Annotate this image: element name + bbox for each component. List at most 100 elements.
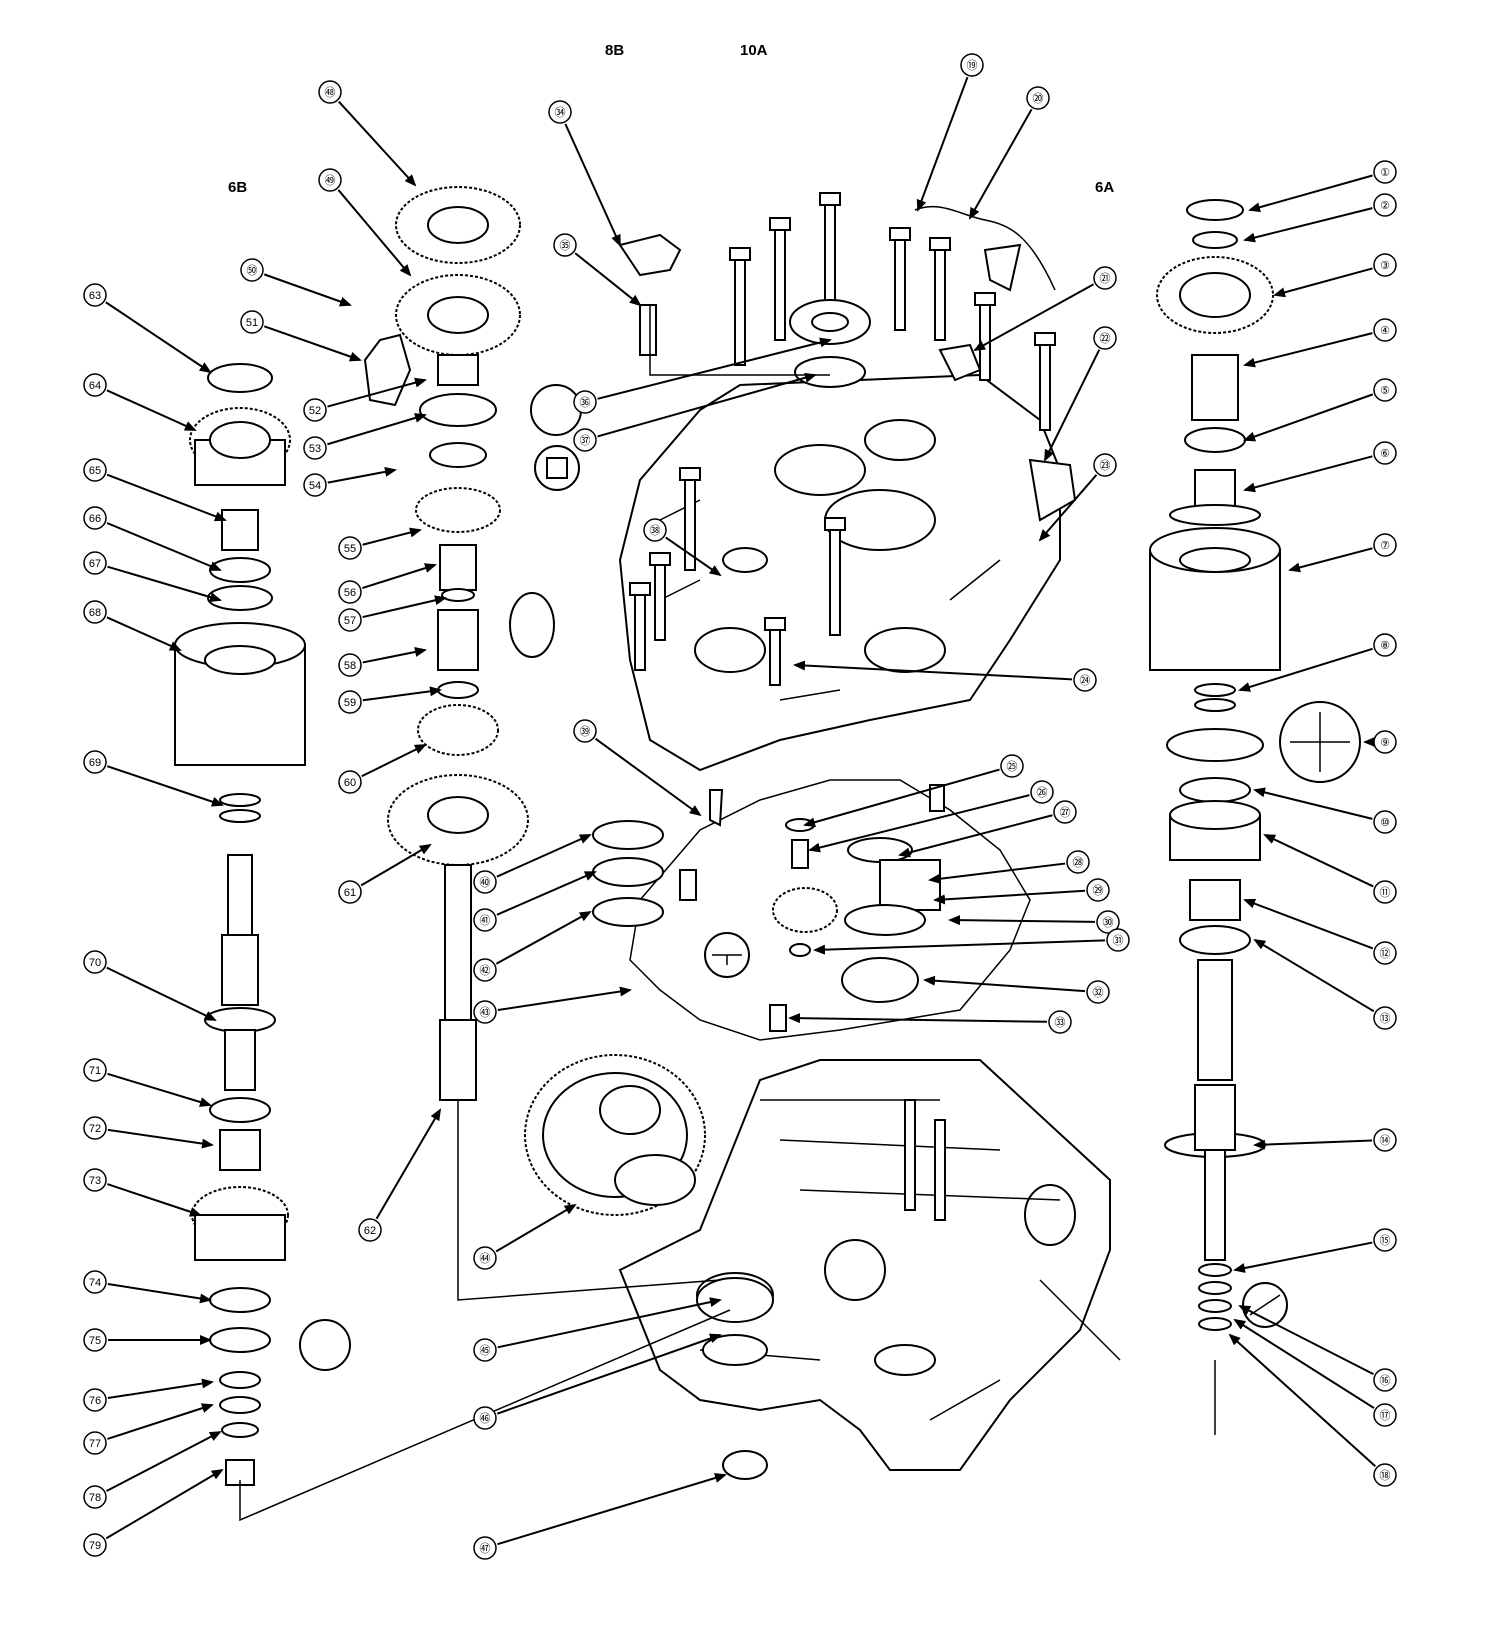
callout-label: ⑧ [1380, 640, 1390, 652]
callout-46: ㊻ [473, 1406, 497, 1430]
leader-arrow-14 [1253, 1139, 1373, 1150]
leader-arrow-57 [362, 595, 447, 619]
leader-arrow-77 [107, 1403, 214, 1440]
leader-arrow-35 [574, 252, 642, 307]
callout-label: 67 [89, 558, 101, 570]
callout-label: ㊶ [480, 914, 491, 927]
callout-27: ㉗ [1053, 800, 1077, 824]
callout-73: 73 [83, 1168, 107, 1192]
callout-label: ㊹ [480, 1252, 491, 1265]
leader-arrow-76 [107, 1378, 214, 1400]
left-shaft-assembly [174, 363, 306, 1486]
callout-34: ㉞ [548, 100, 572, 124]
leader-arrow-23 [1038, 474, 1098, 542]
ref-label-6B: 6B [228, 179, 247, 196]
callout-label: 57 [344, 615, 356, 627]
callout-label: 51 [246, 317, 258, 329]
callout-label: ① [1380, 167, 1390, 179]
callout-23: ㉓ [1093, 453, 1117, 477]
callout-47: ㊼ [473, 1536, 497, 1560]
callout-label: ③ [1380, 260, 1390, 272]
callout-label: ㊻ [480, 1412, 491, 1425]
callout-20: ⑳ [1026, 86, 1050, 110]
leader-arrow-13 [1253, 938, 1375, 1013]
callout-label: ㊷ [480, 964, 491, 977]
callout-label: 66 [89, 513, 101, 525]
callout-74: 74 [83, 1270, 107, 1294]
callout-label: ㉚ [1103, 916, 1114, 929]
callout-50: ㊿ [240, 258, 264, 282]
callout-31: ㉛ [1106, 928, 1130, 952]
leader-arrow-15 [1233, 1241, 1373, 1273]
callout-16: ⑯ [1373, 1368, 1397, 1392]
callout-label: 58 [344, 660, 356, 672]
leader-arrow-68 [106, 616, 182, 651]
leader-arrow-60 [361, 744, 427, 778]
callout-55: 55 [338, 536, 362, 560]
callout-17: ⑰ [1373, 1403, 1397, 1427]
callout-49: ㊾ [318, 168, 342, 192]
callout-26: ㉖ [1030, 780, 1054, 804]
callout-label: 75 [89, 1335, 101, 1347]
callout-label: ㉓ [1100, 459, 1111, 472]
callout-label: 56 [344, 587, 356, 599]
leader-arrow-31 [813, 939, 1106, 955]
callout-61: 61 [338, 880, 362, 904]
callout-29: ㉙ [1086, 878, 1110, 902]
callout-22: ㉒ [1093, 326, 1117, 350]
callout-78: 78 [83, 1485, 107, 1509]
callout-18: ⑱ [1373, 1463, 1397, 1487]
callout-3: ③ [1373, 253, 1397, 277]
callout-39: ㊴ [573, 719, 597, 743]
callout-label: 71 [89, 1065, 101, 1077]
leader-arrow-52 [327, 377, 427, 408]
callout-37: ㊲ [573, 428, 597, 452]
callout-label: ⑤ [1380, 385, 1390, 397]
callout-label: ② [1380, 200, 1390, 212]
callout-label: 68 [89, 607, 101, 619]
callout-label: ㊱ [580, 396, 591, 409]
leader-arrow-46 [496, 1333, 722, 1415]
leader-arrow-5 [1243, 393, 1374, 442]
callout-label: 65 [89, 465, 101, 477]
callout-33: ㉝ [1048, 1010, 1072, 1034]
callout-label: 70 [89, 957, 101, 969]
callout-10: ⑩ [1373, 810, 1397, 834]
leader-arrow-48 [338, 100, 417, 187]
callout-6: ⑥ [1373, 441, 1397, 465]
callout-79: 79 [83, 1533, 107, 1557]
callout-label: ㉞ [555, 106, 566, 119]
leader-arrow-6 [1243, 455, 1373, 493]
callout-8: ⑧ [1373, 633, 1397, 657]
callout-24: ㉔ [1073, 668, 1097, 692]
callout-11: ⑪ [1373, 880, 1397, 904]
leader-arrow-1 [1248, 174, 1373, 213]
callout-56: 56 [338, 580, 362, 604]
callout-label: ㉜ [1093, 986, 1104, 999]
callout-label: ㉗ [1060, 806, 1071, 819]
leader-arrow-44 [495, 1203, 577, 1253]
right-shaft-assembly [1149, 199, 1281, 1331]
leader-arrow-71 [107, 1072, 212, 1107]
callout-57: 57 [338, 608, 362, 632]
callout-13: ⑬ [1373, 1006, 1397, 1030]
callout-54: 54 [303, 473, 327, 497]
callout-62: 62 [358, 1218, 382, 1242]
leader-arrow-28 [928, 862, 1066, 884]
callout-label: 60 [344, 777, 356, 789]
callout-label: ⑪ [1380, 886, 1391, 899]
middle-shaft-assembly [363, 186, 529, 1101]
callout-77: 77 [83, 1431, 107, 1455]
callout-label: ⑬ [1380, 1012, 1391, 1025]
leader-arrow-59 [362, 686, 442, 702]
callout-44: ㊹ [473, 1246, 497, 1270]
leader-arrow-55 [362, 527, 422, 546]
gasket [629, 779, 1031, 1041]
leader-arrow-12 [1243, 898, 1374, 950]
leader-arrow-58 [362, 647, 427, 664]
callout-25: ㉕ [1000, 754, 1024, 778]
leader-arrow-37 [597, 372, 817, 438]
callout-label: 78 [89, 1492, 101, 1504]
leader-arrow-8 [1238, 647, 1373, 692]
leader-arrow-41 [496, 871, 597, 916]
